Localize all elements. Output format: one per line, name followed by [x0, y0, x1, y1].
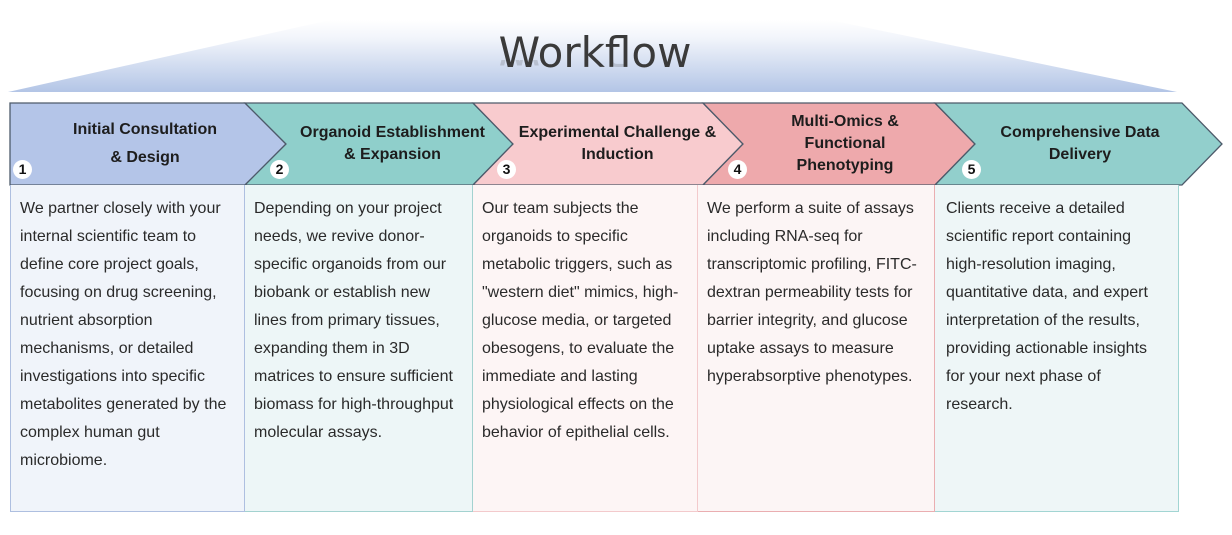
step-1-description-box: We partner closely with your internal sc…	[10, 185, 245, 512]
step-4-description-box: We perform a suite of assays including R…	[698, 185, 935, 512]
step-1-number-badge: 1	[13, 160, 32, 179]
step-5-number-badge: 5	[962, 160, 981, 179]
step-1-title: Initial Consultation& Design	[73, 121, 217, 166]
step-4-number-badge: 4	[728, 160, 747, 179]
step-3-description-box: Our team subjects the organoids to speci…	[473, 185, 698, 512]
step-5-description-box: Clients receive a detailed scientific re…	[935, 185, 1179, 512]
workflow-title: Workflow	[498, 28, 692, 77]
step-4-title: Multi-Omics & Functional Phenotyping	[791, 113, 899, 174]
step-3-number-badge: 3	[497, 160, 516, 179]
step-5-chevron	[933, 102, 1223, 186]
step-2-title: Organoid Establishment & Expansion	[300, 124, 485, 163]
step-2-description-box: Depending on your project needs, we revi…	[245, 185, 473, 512]
step-3-description: Our team subjects the organoids to speci…	[482, 200, 679, 441]
step-3-title: Experimental Challenge & Induction	[518, 124, 717, 163]
step-4-description: We perform a suite of assays including R…	[707, 200, 917, 385]
step-5-title: Comprehensive Data Delivery	[1000, 124, 1160, 163]
title-banner	[8, 20, 1177, 92]
step-2-description: Depending on your project needs, we revi…	[254, 200, 454, 441]
step-5-description: Clients receive a detailed scientific re…	[946, 200, 1148, 413]
step-1-description: We partner closely with your internal sc…	[20, 200, 227, 469]
step-2-number-badge: 2	[270, 160, 289, 179]
